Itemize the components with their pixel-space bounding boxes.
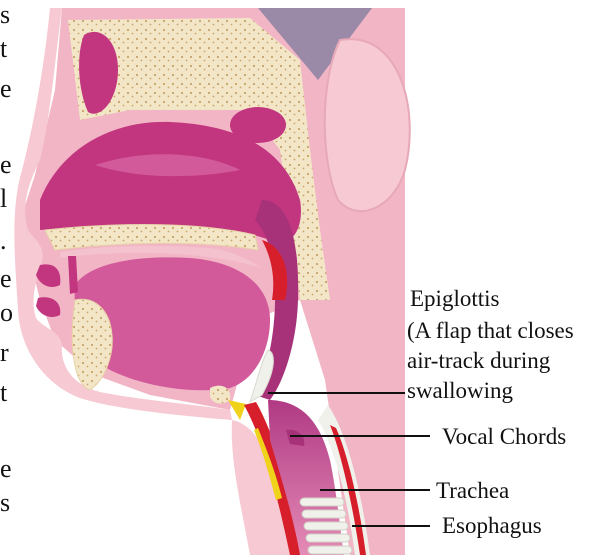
epiglottis-label-line: Epiglottis — [410, 286, 499, 312]
esophagus-label: Esophagus — [442, 513, 542, 539]
epiglottis-label-line: swallowing — [407, 378, 513, 404]
epiglottis-label-line: (A flap that closes — [407, 318, 574, 344]
vocal-chords-label: Vocal Chords — [442, 424, 566, 450]
epiglottis-label-line: air-track during — [407, 348, 550, 374]
trachea-label: Trachea — [436, 478, 509, 504]
